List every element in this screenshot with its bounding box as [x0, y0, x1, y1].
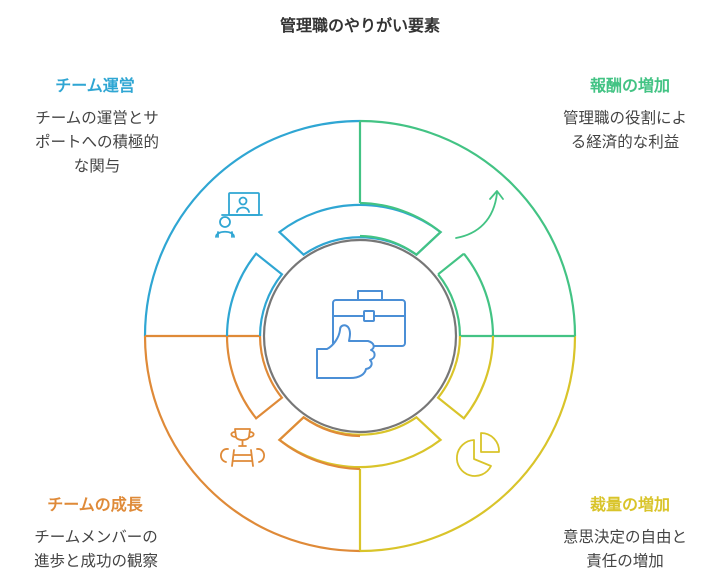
diagram-title: 管理職のやりがい要素 [279, 16, 440, 35]
inner-band-team-left [225, 252, 284, 337]
section-desc-growth: チームメンバーの 進歩と成功の観察 [33, 528, 158, 570]
presenter-board-icon [215, 192, 263, 238]
inner-band-discretion-upper [436, 335, 495, 420]
outer-arc-growth [143, 335, 361, 553]
section-title-growth: チームの成長 [47, 495, 143, 514]
outer-arc-reward [359, 119, 577, 337]
inner-band-top-right [359, 201, 443, 257]
section-desc-reward: 管理職の役割によ る経済的な利益 [562, 109, 687, 151]
section-title-team: チーム運営 [55, 76, 135, 95]
section-desc-team: チームの運営とサ ポートへの積極的 な関与 [34, 109, 159, 175]
trophy-ladder-icon [220, 428, 265, 467]
inner-band-growth-left [225, 334, 284, 420]
inner-band-growth-lower [277, 415, 361, 471]
outer-arc-team [143, 119, 361, 337]
center-circle [262, 238, 458, 434]
inner-band-right-cap [437, 252, 465, 276]
briefcase-thumbs-up-icon [316, 290, 406, 379]
section-title-discretion: 裁量の増加 [589, 495, 670, 514]
section-title-reward: 報酬の増加 [589, 76, 670, 95]
section-desc-discretion: 意思決定の自由と 責任の増加 [562, 528, 687, 570]
outer-arc-discretion [359, 335, 577, 553]
pie-chart-icon [455, 432, 500, 477]
upward-arrow-icon [455, 190, 504, 239]
